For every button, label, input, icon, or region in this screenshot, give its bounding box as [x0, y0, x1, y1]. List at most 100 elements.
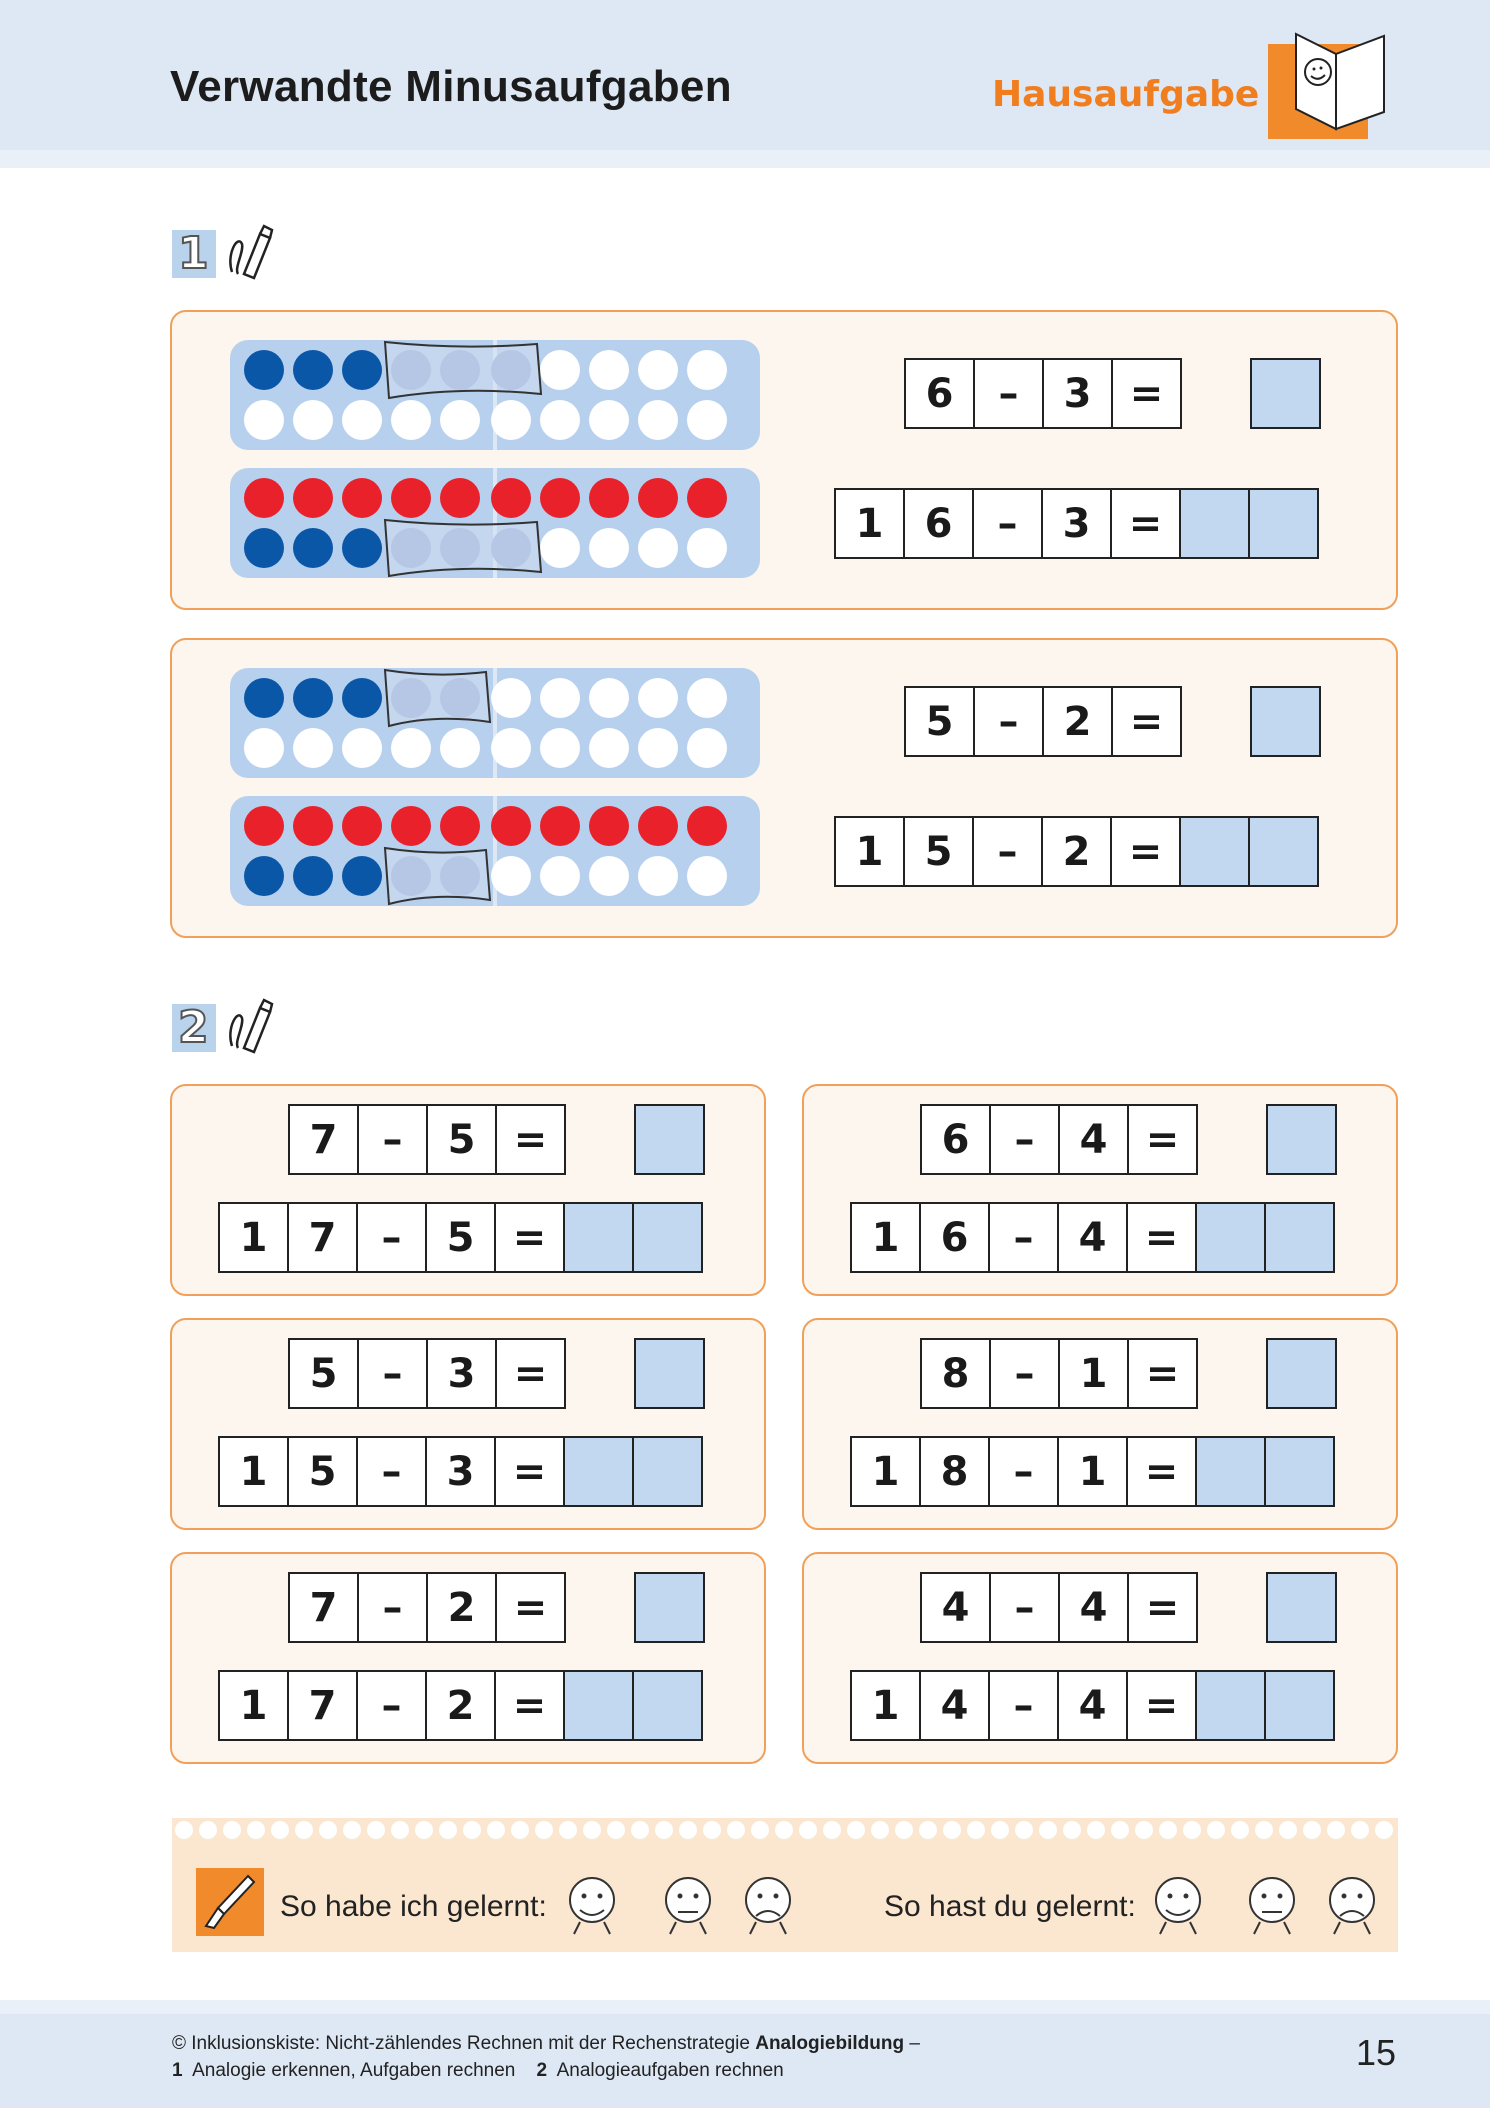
scallop-border: [175, 1821, 1393, 1839]
twenty-frame: [230, 796, 760, 906]
equation-cell: 4: [1057, 1202, 1128, 1273]
equation-cell: 2: [425, 1670, 496, 1741]
twenty-frame: [230, 468, 760, 578]
equation-cell: –: [989, 1338, 1060, 1409]
equation-cell: –: [989, 1104, 1060, 1175]
answer-box[interactable]: [632, 1436, 703, 1507]
equation-cell: 6: [903, 488, 974, 559]
happy-face-icon[interactable]: [560, 1866, 624, 1936]
equation-cell: –: [988, 1670, 1059, 1741]
equation-cell: 2: [1041, 816, 1112, 887]
equation-cell: 7: [288, 1104, 359, 1175]
answer-box[interactable]: [1195, 1670, 1266, 1741]
counter-dot: [540, 728, 580, 768]
counter-dot: [391, 478, 431, 518]
equation-small: 5–2=: [904, 686, 1321, 757]
answer-box[interactable]: [1266, 1572, 1337, 1643]
equation-cell: =: [1111, 358, 1182, 429]
counter-dot: [342, 350, 382, 390]
counter-dot: [589, 856, 629, 896]
answer-box[interactable]: [634, 1104, 705, 1175]
answer-box[interactable]: [1264, 1436, 1335, 1507]
answer-box[interactable]: [1264, 1670, 1335, 1741]
equation-cell: 1: [218, 1202, 289, 1273]
answer-box[interactable]: [1250, 358, 1321, 429]
equation-cell: =: [1111, 686, 1182, 757]
equation-gap: [566, 1338, 636, 1409]
answer-box[interactable]: [1250, 686, 1321, 757]
equation-cell: 2: [1042, 686, 1113, 757]
twenty-frame: [230, 340, 760, 450]
answer-box[interactable]: [1179, 488, 1250, 559]
equation-cell: 1: [834, 488, 905, 559]
equation-cell: –: [989, 1572, 1060, 1643]
counter-dot: [244, 856, 284, 896]
counter-dot: [244, 528, 284, 568]
pencil-write-icon: [229, 224, 274, 280]
answer-box[interactable]: [1248, 816, 1319, 887]
counter-dot: [589, 806, 629, 846]
equation-cell: 7: [287, 1670, 358, 1741]
answer-box[interactable]: [632, 1202, 703, 1273]
counter-dot: [293, 728, 333, 768]
neutral-face-icon[interactable]: [1240, 1866, 1304, 1936]
answer-box[interactable]: [1179, 816, 1250, 887]
counter-dot: [687, 478, 727, 518]
sad-face-icon[interactable]: [736, 1866, 800, 1936]
equation-cell: 3: [1042, 358, 1113, 429]
counter-dot: [540, 856, 580, 896]
equation-small: 6–3=: [904, 358, 1321, 429]
counter-dot: [293, 806, 333, 846]
counter-dot: [342, 856, 382, 896]
counter-dot: [540, 806, 580, 846]
cross-out-band: [383, 668, 492, 728]
counter-dot: [440, 728, 480, 768]
equation-cell: =: [1110, 488, 1181, 559]
counter-dot: [589, 478, 629, 518]
answer-box[interactable]: [563, 1202, 634, 1273]
sad-face-icon[interactable]: [1320, 1866, 1384, 1936]
equation-cell: =: [1126, 1202, 1197, 1273]
copyright-line-1: © Inklusionskiste: Nicht-zählendes Rechn…: [172, 2033, 920, 2054]
answer-box[interactable]: [563, 1670, 634, 1741]
answer-box[interactable]: [1195, 1436, 1266, 1507]
answer-box[interactable]: [1195, 1202, 1266, 1273]
equation-cell: =: [1126, 1670, 1197, 1741]
equation-cell: 4: [1057, 1670, 1128, 1741]
equation-cell: –: [972, 816, 1043, 887]
counter-dot: [491, 728, 531, 768]
equation-cell: –: [357, 1572, 428, 1643]
task-number-2: 2: [172, 1001, 216, 1054]
neutral-face-icon[interactable]: [656, 1866, 720, 1936]
counter-dot: [342, 806, 382, 846]
peer-reflection-label: So hast du gelernt:: [884, 1890, 1136, 1923]
footer-edge: [0, 2000, 1490, 2014]
counter-dot: [244, 478, 284, 518]
brush-icon: [196, 1868, 264, 1936]
equation-cell: =: [1127, 1572, 1198, 1643]
twenty-frame: [230, 668, 760, 778]
counter-dot: [293, 678, 333, 718]
answer-box[interactable]: [634, 1572, 705, 1643]
answer-box[interactable]: [1266, 1338, 1337, 1409]
equation-cell: 4: [920, 1572, 991, 1643]
equation-cell: 1: [850, 1436, 921, 1507]
equation-cell: 1: [1058, 1338, 1129, 1409]
equation-cell: –: [356, 1670, 427, 1741]
answer-box[interactable]: [634, 1338, 705, 1409]
answer-box[interactable]: [632, 1670, 703, 1741]
counter-dot: [687, 856, 727, 896]
equation-small: 6–4=: [920, 1104, 1337, 1175]
equation-cell: 2: [426, 1572, 497, 1643]
equation-cell: =: [495, 1104, 566, 1175]
equation-cell: 4: [1058, 1104, 1129, 1175]
counter-dot: [687, 400, 727, 440]
answer-box[interactable]: [1248, 488, 1319, 559]
equation-cell: 5: [287, 1436, 358, 1507]
answer-box[interactable]: [563, 1436, 634, 1507]
answer-box[interactable]: [1266, 1104, 1337, 1175]
answer-box[interactable]: [1264, 1202, 1335, 1273]
happy-face-icon[interactable]: [1146, 1866, 1210, 1936]
counter-dot: [244, 678, 284, 718]
